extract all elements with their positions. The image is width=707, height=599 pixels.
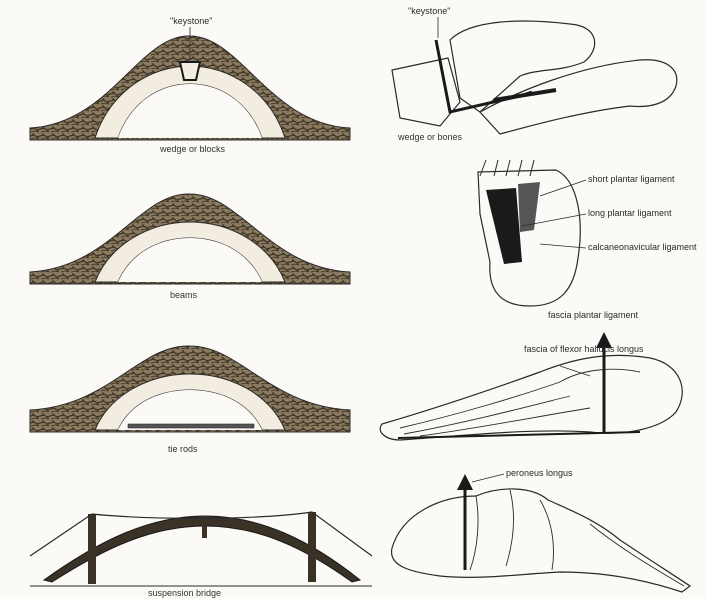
- foot-suspension-panel: peroneus longus: [392, 468, 690, 592]
- keystone-block: [180, 62, 200, 80]
- fascia-plantar-callout: fascia plantar ligament: [548, 310, 639, 320]
- tie-rod-arch-panel: tie rods: [30, 346, 350, 454]
- calcaneus-bone: [392, 58, 460, 126]
- suspension-cable: [30, 512, 372, 556]
- foot-keystone-callout: "keystone": [408, 6, 450, 16]
- calcaneonavicular-label: calcaneonavicular ligament: [588, 242, 697, 252]
- peroneus-arrow-head: [457, 474, 473, 490]
- peroneus-leader: [472, 474, 504, 482]
- suspension-arch-caption: suspension bridge: [148, 588, 221, 598]
- foot-tie-rod-panel: fascia plantar ligament fascia of flexor…: [380, 310, 682, 440]
- foot-ligaments-panel: short plantar ligament long plantar liga…: [478, 160, 697, 306]
- tie-rod: [128, 424, 254, 428]
- keystone-arch-panel: "keystone" wedge or blocks: [30, 16, 350, 154]
- foot-keystone-caption: wedge or bones: [397, 132, 463, 142]
- foot-keystone-panel: "keystone" wedge or bones: [392, 6, 677, 142]
- keystone-callout: "keystone": [170, 16, 212, 26]
- short-plantar-label: short plantar ligament: [588, 174, 675, 184]
- suspension-arch-panel: suspension bridge: [30, 512, 372, 598]
- peroneus-callout: peroneus longus: [506, 468, 573, 478]
- keystone-arch-caption: wedge or blocks: [159, 144, 226, 154]
- tie-rod-arch-caption: tie rods: [168, 444, 198, 454]
- long-plantar-label: long plantar ligament: [588, 208, 672, 218]
- tie-beam-arch-caption: beams: [170, 290, 198, 300]
- foot-lateral-bones: [380, 355, 682, 440]
- foot-medial-bones: [392, 489, 690, 592]
- tie-beam-arch-panel: beams: [30, 194, 350, 300]
- right-tower: [308, 512, 316, 582]
- flexor-fascia-callout: fascia of flexor hallucis longus: [524, 344, 644, 354]
- center-hanger: [202, 516, 207, 538]
- left-tower: [88, 514, 96, 584]
